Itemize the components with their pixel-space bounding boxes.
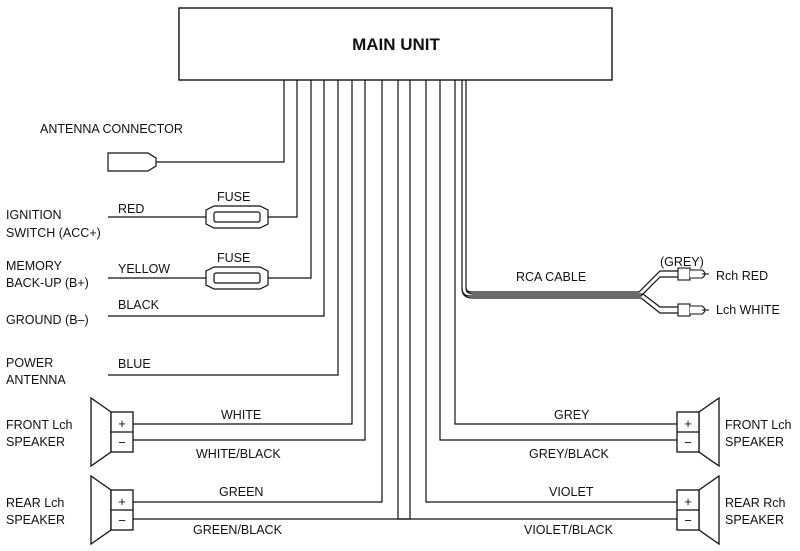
wire-rca-d [465,287,678,308]
wire-front-right-neg [439,80,677,441]
rca-plug-left [677,303,709,317]
wire-ground [108,80,325,317]
front-left-speaker-label-2: SPEAKER [6,435,65,449]
rca-rch-label: Rch RED [716,269,768,283]
fuse-memory [205,266,269,290]
rca-lch-label: Lch WHITE [716,303,780,317]
main-unit-box [178,7,613,81]
wire-label-white: WHITE [221,408,261,422]
wire-rca-a [461,80,678,297]
wire-antenna [156,80,285,163]
wire-front-left-neg [133,80,366,441]
minus-symbol: − [684,513,692,528]
ignition-label-1: IGNITION [6,208,62,222]
main-unit-title: MAIN UNIT [352,35,440,54]
wire-rear-right-pos [425,80,677,503]
power-antenna-label-1: POWER [6,356,53,370]
plus-symbol: + [118,416,126,431]
front-left-speaker-label-1: FRONT Lch [6,418,72,432]
rca-grey-label: (GREY) [660,255,704,269]
wire-label-green: GREEN [219,485,263,499]
minus-symbol: − [684,435,692,450]
wire-front-left-pos [133,80,353,425]
wire-label-grey: GREY [554,408,590,422]
wire-label-red: RED [118,202,144,216]
speaker-rear-left [90,474,134,546]
fuse-label-memory: FUSE [217,251,250,265]
memory-label-2: BACK-UP (B+) [6,276,89,290]
antenna-plug [107,152,157,172]
minus-symbol: − [118,435,126,450]
wire-memory [268,80,312,279]
rear-right-speaker-label-2: SPEAKER [725,513,784,527]
wire-bundle [108,80,678,520]
rear-left-speaker-label-1: REAR Lch [6,496,64,510]
antenna-connector-label: ANTENNA CONNECTOR [40,122,183,136]
rear-left-speaker-label-2: SPEAKER [6,513,65,527]
wire-label-violet: VIOLET [549,485,594,499]
wire-label-grey-black: GREY/BLACK [529,447,610,461]
rear-right-speaker-label-1: REAR Rch [725,496,785,510]
rca-cable-label: RCA CABLE [516,270,586,284]
rca-plug-right [677,267,709,281]
wire-label-blue: BLUE [118,357,151,371]
fuse-label-ignition: FUSE [217,190,250,204]
front-right-speaker-label-1: FRONT Lch [725,418,791,432]
wire-ignition [268,80,298,218]
wire-rca-c [461,287,678,314]
wire-rear-right-neg [397,80,677,520]
wire-label-yellow: YELLOW [118,262,170,276]
speaker-rear-right [676,474,720,546]
ground-label: GROUND (B–) [6,313,89,327]
wire-rca-b [465,80,678,293]
minus-symbol: − [118,513,126,528]
fuse-ignition [205,205,269,229]
ignition-label-2: SWITCH (ACC+) [6,226,101,240]
wire-power-antenna [108,80,339,376]
plus-symbol: + [118,494,126,509]
wire-label-green-black: GREEN/BLACK [193,523,283,537]
speaker-front-right [676,396,720,468]
memory-label-1: MEMORY [6,259,63,273]
wire-label-black: BLACK [118,298,160,312]
speaker-front-left [90,396,134,468]
front-right-speaker-label-2: SPEAKER [725,435,784,449]
plus-symbol: + [684,416,692,431]
plus-symbol: + [684,494,692,509]
power-antenna-label-2: ANTENNA [6,373,66,387]
wire-rear-left-pos [133,80,383,503]
wire-label-white-black: WHITE/BLACK [196,447,281,461]
wire-label-violet-black: VIOLET/BLACK [524,523,614,537]
wire-front-right-pos [454,80,677,425]
